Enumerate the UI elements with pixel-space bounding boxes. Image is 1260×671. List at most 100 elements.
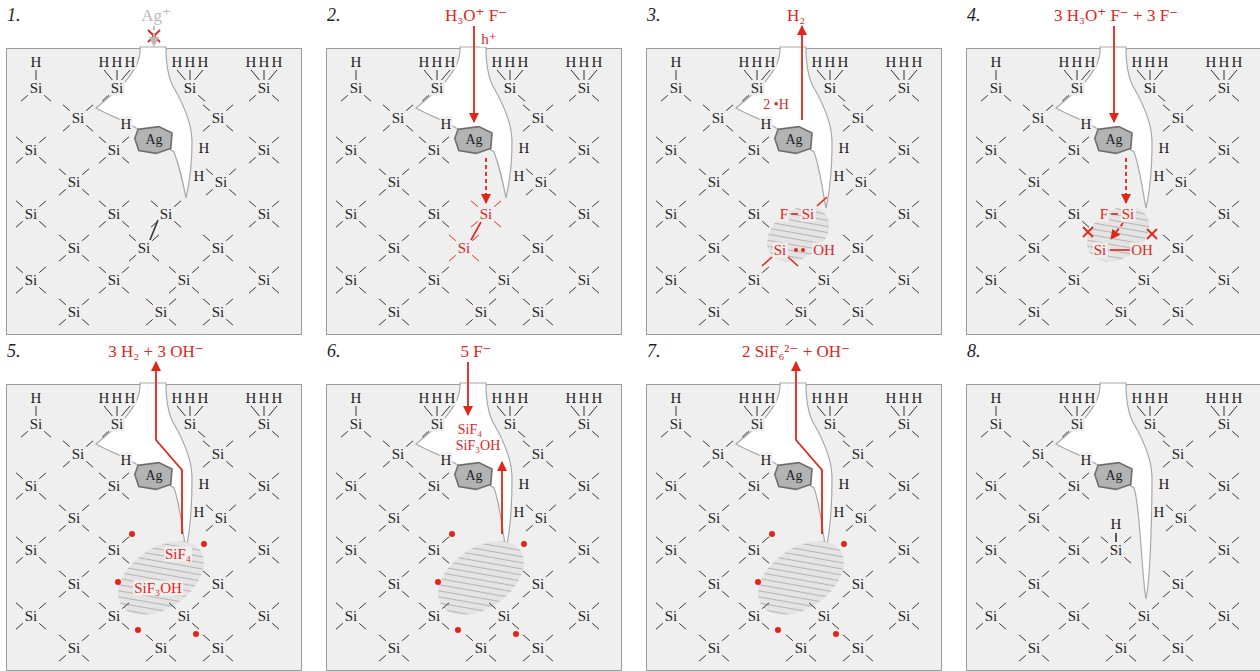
- bond-line: [122, 70, 130, 80]
- reaction-label: 5 F⁻: [459, 343, 492, 360]
- bond-line: [976, 537, 983, 543]
- dangling-bond-dot: [755, 579, 761, 585]
- bond-line: [169, 623, 176, 629]
- bond-line: [203, 655, 210, 661]
- atom-label: Si: [1109, 543, 1124, 558]
- bond-line: [656, 493, 663, 499]
- bond-line: [699, 571, 706, 577]
- bond-line: [379, 235, 386, 241]
- bond-line: [592, 431, 599, 437]
- bond-line: [703, 125, 710, 131]
- atom-label: Si: [577, 273, 592, 288]
- bond-line: [122, 557, 129, 563]
- atom-label: H: [565, 55, 578, 70]
- bond-line: [1232, 473, 1239, 479]
- bond-line: [206, 189, 213, 195]
- bond-line: [39, 603, 46, 609]
- bond-line: [466, 635, 473, 641]
- bond-line: [1152, 267, 1159, 273]
- bond-line: [1129, 623, 1136, 629]
- bond-line: [523, 591, 530, 597]
- bond-line: [336, 473, 343, 479]
- bond-line: [546, 571, 553, 577]
- atom-label: Si: [897, 81, 912, 96]
- bond-line: [226, 591, 233, 597]
- bond-line: [336, 623, 343, 629]
- bond-line: [44, 95, 51, 101]
- bond-line: [1064, 406, 1072, 416]
- bond-line: [569, 201, 576, 207]
- atom-label: Si: [257, 81, 272, 96]
- bond-line: [249, 493, 256, 499]
- bond-line: [203, 591, 210, 597]
- bond-line: [264, 70, 265, 80]
- bond-line: [546, 105, 553, 111]
- atom-label: Si: [984, 479, 999, 494]
- atom-label: Si: [750, 417, 765, 432]
- bond-line: [174, 221, 181, 227]
- dangling-bond-dot: [521, 541, 527, 547]
- bond-line: [86, 441, 93, 447]
- bond-line: [832, 603, 839, 609]
- bond-line: [679, 137, 686, 143]
- bond-line: [1077, 70, 1078, 80]
- bond-line: [523, 235, 530, 241]
- bond-line: [699, 505, 706, 511]
- bond-line: [442, 201, 449, 207]
- bond-line: [336, 287, 343, 293]
- atom-label: Si: [897, 207, 912, 222]
- bond-line: [272, 557, 279, 563]
- bond-line: [146, 319, 153, 325]
- bond-line: [904, 70, 905, 80]
- bond-line: [489, 287, 496, 293]
- atom-label: Si: [67, 305, 82, 320]
- atom-label: Si: [707, 641, 722, 656]
- atom-label: H: [98, 55, 111, 70]
- bond-line: [117, 70, 118, 80]
- bond-line: [999, 287, 1006, 293]
- bond-line: [976, 603, 983, 609]
- bond-line: [229, 169, 236, 175]
- bond-line: [419, 493, 426, 499]
- bond-line: [846, 189, 853, 195]
- bond-line: [406, 125, 413, 131]
- atom-label: Si: [1171, 111, 1186, 126]
- atom-label: Si: [1031, 111, 1046, 126]
- atom-label: H: [738, 391, 751, 406]
- bond-line: [39, 557, 46, 563]
- bond-line: [889, 557, 896, 563]
- bond-line: [1209, 201, 1216, 207]
- bond-line: [177, 70, 185, 80]
- bond-line: [192, 287, 199, 293]
- atom-label: Si: [29, 81, 44, 96]
- bond-line: [359, 221, 366, 227]
- bond-line: [21, 95, 28, 101]
- silver-particle: Ag: [454, 126, 494, 154]
- bond-line: [1042, 319, 1049, 325]
- bond-line: [272, 267, 279, 273]
- atom-label: Si: [257, 143, 272, 158]
- bond-line: [1046, 441, 1053, 447]
- atom-label: H: [440, 453, 453, 468]
- bond-line: [383, 461, 390, 467]
- bond-line: [1019, 299, 1026, 305]
- bond-line: [1189, 189, 1196, 195]
- atom-label: Si: [349, 417, 364, 432]
- bond-line: [422, 431, 429, 437]
- bond-line: [1023, 461, 1030, 467]
- particle-label: Ag: [785, 133, 802, 147]
- bond-line: [16, 603, 23, 609]
- bond-line: [402, 235, 409, 241]
- dangling-bond-dot: [841, 541, 847, 547]
- bond-line: [656, 267, 663, 273]
- dangling-bond-dot: [775, 627, 781, 633]
- bond-line: [679, 623, 686, 629]
- atom-label: Si: [984, 273, 999, 288]
- step-number: 5.: [6, 342, 22, 360]
- step-number: 4.: [966, 6, 982, 24]
- bond-line: [249, 95, 256, 101]
- atom-label: Si: [817, 609, 832, 624]
- bond-line: [722, 635, 729, 641]
- bond-line: [512, 287, 519, 293]
- atom-label: OH: [812, 243, 836, 258]
